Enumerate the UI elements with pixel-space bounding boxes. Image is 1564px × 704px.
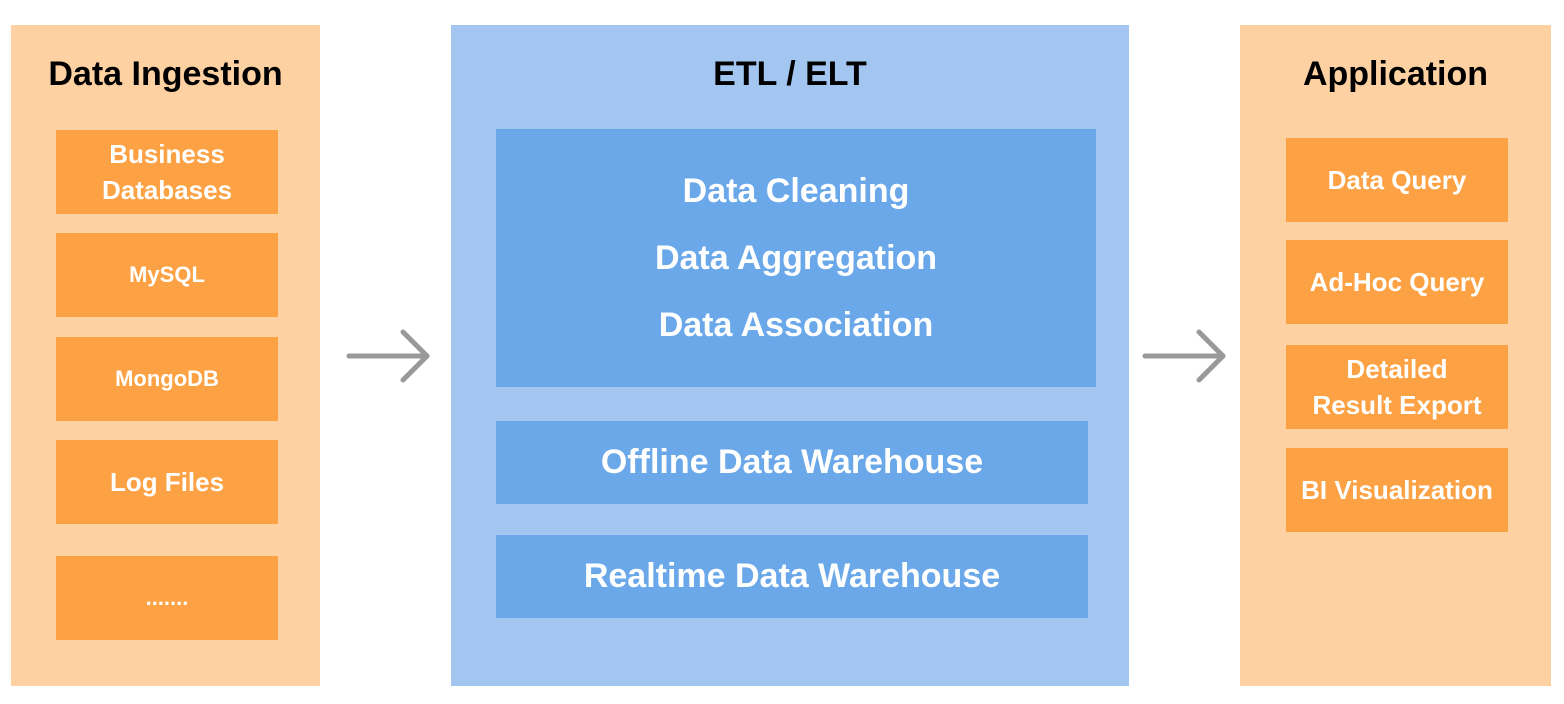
application-title: Application <box>1302 55 1489 93</box>
data-ingestion-panel: Data Ingestion Business Databases MySQL … <box>11 25 320 686</box>
offline-data-warehouse-label: Offline Data Warehouse <box>600 443 984 481</box>
process-data-association: Data Association <box>658 305 934 344</box>
application-panel: Application Data Query Ad-Hoc Query Deta… <box>1240 25 1551 686</box>
ingestion-item-label: MySQL <box>129 262 205 287</box>
etl-process-block: Data Cleaning Data Aggregation Data Asso… <box>496 129 1096 387</box>
ingestion-item-label: MongoDB <box>115 366 219 391</box>
ingestion-item-business-databases: Business Databases <box>56 130 278 214</box>
ingestion-item-label: Log Files <box>109 467 225 497</box>
application-item-label: Result Export <box>1312 390 1482 420</box>
etl-panel: ETL / ELT Data Cleaning Data Aggregation… <box>451 25 1129 686</box>
application-item-bi-visualization: BI Visualization <box>1286 448 1508 532</box>
process-data-cleaning: Data Cleaning <box>682 171 910 210</box>
ingestion-item-label: Business <box>109 139 225 169</box>
realtime-data-warehouse-label: Realtime Data Warehouse <box>583 557 1001 595</box>
ingestion-item-label: ....... <box>145 585 189 610</box>
data-ingestion-title: Data Ingestion <box>48 55 283 93</box>
ingestion-item-label: Databases <box>101 175 233 205</box>
application-item-label: BI Visualization <box>1301 475 1493 505</box>
ingestion-item-more: ....... <box>56 556 278 640</box>
right-arrow-icon <box>346 329 430 383</box>
application-item-data-query: Data Query <box>1286 138 1508 222</box>
offline-data-warehouse: Offline Data Warehouse <box>496 421 1088 504</box>
application-item-label: Data Query <box>1327 165 1467 195</box>
application-item-ad-hoc-query: Ad-Hoc Query <box>1286 240 1508 324</box>
ingestion-item-log-files: Log Files <box>56 440 278 524</box>
etl-title: ETL / ELT <box>713 55 867 93</box>
right-arrow-icon <box>1142 329 1226 383</box>
ingestion-item-mongodb: MongoDB <box>56 337 278 421</box>
ingestion-item-mysql: MySQL <box>56 233 278 317</box>
process-data-aggregation: Data Aggregation <box>654 238 938 277</box>
realtime-data-warehouse: Realtime Data Warehouse <box>496 535 1088 618</box>
application-item-label: Ad-Hoc Query <box>1309 267 1485 297</box>
application-item-label: Detailed <box>1346 354 1448 384</box>
application-item-detailed-result-export: Detailed Result Export <box>1286 345 1508 429</box>
